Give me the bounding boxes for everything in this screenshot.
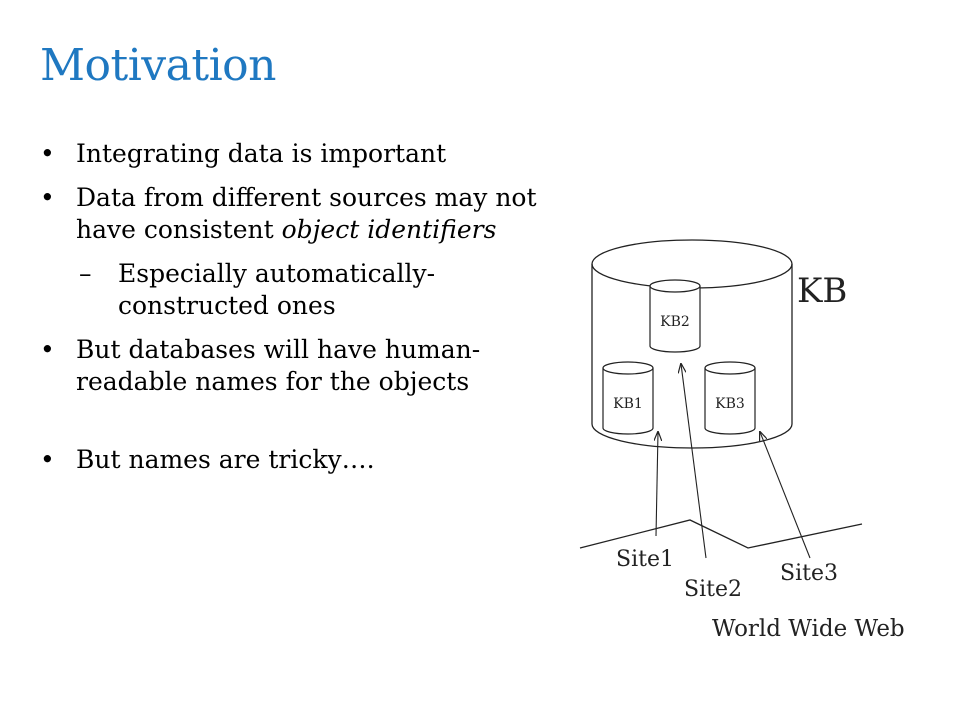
kb2-label: KB2 bbox=[660, 314, 690, 330]
kb3-label: KB3 bbox=[715, 396, 745, 412]
kb2-cylinder bbox=[649, 279, 701, 353]
kb-web-diagram: KB KB2 KB1 KB3 Site1 Site2 Site3 World W… bbox=[579, 239, 905, 642]
bullet-list: • Integrating data is important • Data f… bbox=[40, 138, 540, 488]
bullet-text: Integrating data is important bbox=[76, 139, 447, 168]
sub-bullet-text: Especially automatically-constructed one… bbox=[118, 259, 436, 320]
bullet-text: But names are tricky…. bbox=[76, 445, 375, 474]
bullet-dot-icon: • bbox=[40, 445, 55, 474]
site2-label: Site2 bbox=[684, 577, 742, 602]
sub-bullet-item: – Especially automatically-constructed o… bbox=[79, 258, 540, 322]
world-wide-web-label: World Wide Web bbox=[712, 616, 905, 642]
bullet-item: • But databases will have human-readable… bbox=[40, 334, 540, 398]
kb3-cylinder bbox=[704, 361, 756, 435]
kb1-label: KB1 bbox=[613, 396, 643, 412]
kb1-cylinder bbox=[602, 361, 654, 435]
bullet-item: • Data from different sources may not ha… bbox=[40, 182, 540, 246]
site2-arrow bbox=[681, 364, 707, 559]
web-line bbox=[579, 519, 863, 549]
bullet-item: • Integrating data is important bbox=[40, 138, 540, 170]
site3-label: Site3 bbox=[780, 561, 838, 586]
site3-arrow bbox=[760, 432, 811, 559]
bullet-text: Data from different sources may not have… bbox=[76, 183, 537, 244]
bullet-dot-icon: • bbox=[40, 183, 55, 212]
bullet-item: • But names are tricky…. bbox=[40, 444, 540, 476]
site1-label: Site1 bbox=[616, 547, 674, 572]
bullet-dot-icon: • bbox=[40, 335, 55, 364]
site1-arrow bbox=[656, 432, 658, 537]
kb-label: KB bbox=[797, 271, 847, 311]
sub-bullet-dash-icon: – bbox=[79, 259, 92, 288]
bullet-text-italic: object identifiers bbox=[281, 215, 497, 244]
bullet-text: But databases will have human-readable n… bbox=[76, 335, 481, 396]
slide-title: Motivation bbox=[40, 40, 276, 91]
bullet-dot-icon: • bbox=[40, 139, 55, 168]
